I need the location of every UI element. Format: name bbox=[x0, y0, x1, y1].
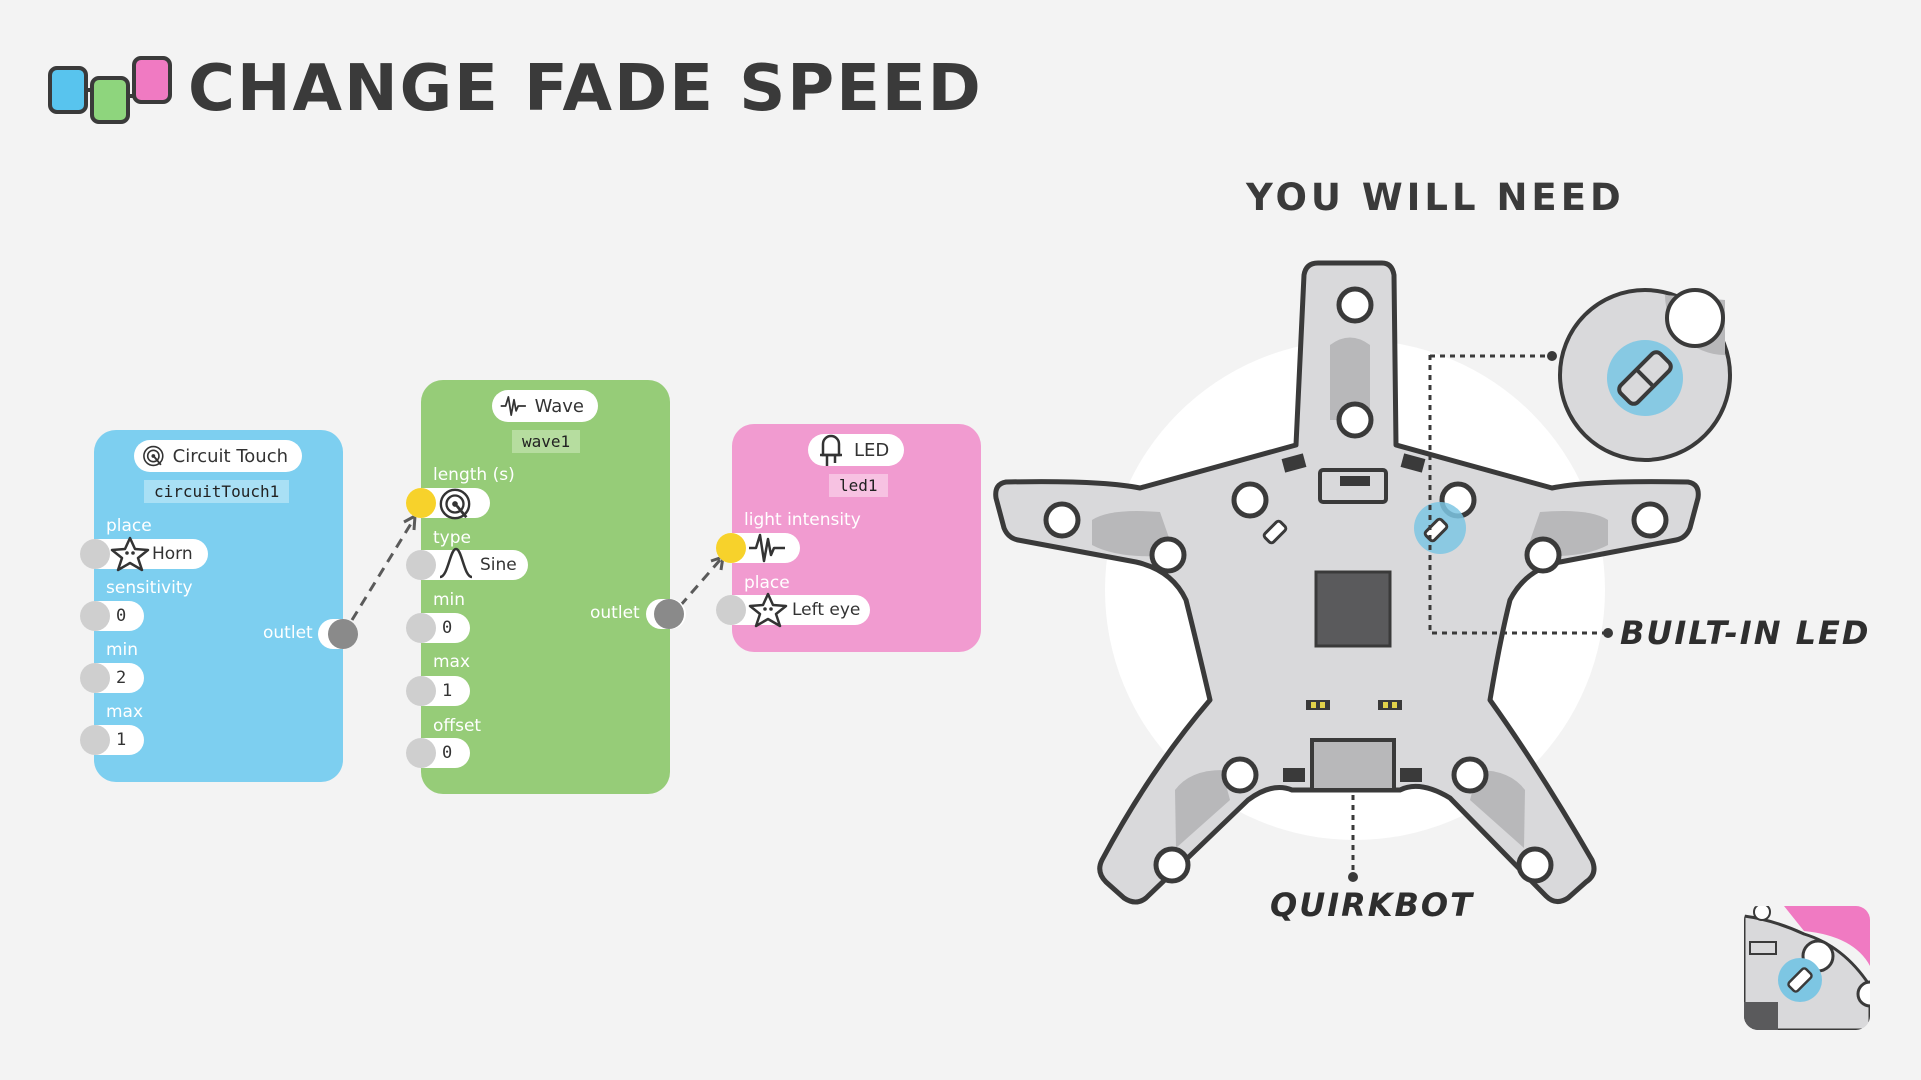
touch-place-value: Horn bbox=[152, 544, 193, 564]
wave-name: Wave bbox=[534, 395, 584, 417]
led-intensity-port[interactable] bbox=[716, 533, 746, 563]
led-intensity-label: light intensity bbox=[744, 510, 861, 530]
thumbnail-image bbox=[1744, 906, 1870, 1030]
builtin-led-callout: BUILT-IN LED bbox=[1620, 614, 1871, 652]
wave-length-port[interactable] bbox=[406, 488, 436, 518]
touch-sensitivity-port[interactable] bbox=[80, 601, 110, 631]
wave-min-value: 0 bbox=[442, 618, 453, 638]
length-circuit-touch-icon bbox=[439, 488, 471, 520]
wave-min-label: min bbox=[433, 590, 466, 610]
wave-max-label: max bbox=[433, 652, 471, 672]
you-will-need-heading: YOU WILL NEED bbox=[1246, 176, 1625, 219]
wave-offset-port[interactable] bbox=[406, 738, 436, 768]
wave-max-value: 1 bbox=[442, 681, 453, 701]
led-icon bbox=[820, 434, 842, 466]
led-star-creature-icon bbox=[748, 592, 788, 628]
led-header[interactable]: LED bbox=[808, 434, 904, 466]
circuit-touch-header[interactable]: Circuit Touch bbox=[134, 440, 302, 472]
intensity-wave-icon bbox=[749, 533, 785, 563]
wave-id: wave1 bbox=[512, 430, 581, 453]
wave-offset-value: 0 bbox=[442, 743, 453, 763]
circuit-touch-id: circuitTouch1 bbox=[144, 480, 290, 503]
touch-min-label: min bbox=[106, 640, 139, 660]
touch-sensitivity-value: 0 bbox=[116, 606, 127, 626]
led-place-label: place bbox=[744, 573, 790, 593]
wave-type-label: type bbox=[433, 528, 471, 548]
touch-min-value: 2 bbox=[116, 668, 127, 688]
wave-length-label: length (s) bbox=[433, 465, 515, 485]
touch-place-label: place bbox=[106, 516, 152, 536]
led-name: LED bbox=[854, 439, 890, 461]
circuit-touch-icon bbox=[143, 445, 164, 467]
wave-min-port[interactable] bbox=[406, 613, 436, 643]
quirkbot-board bbox=[993, 260, 1732, 905]
page-title: CHANGE FADE SPEED bbox=[188, 52, 983, 126]
wave-icon bbox=[500, 396, 526, 416]
wave-outlet-label: outlet bbox=[590, 603, 640, 623]
touch-place-port[interactable] bbox=[80, 539, 110, 569]
touch-max-port[interactable] bbox=[80, 725, 110, 755]
led-place-port[interactable] bbox=[716, 595, 746, 625]
circuit-touch-name: Circuit Touch bbox=[172, 445, 288, 467]
touch-sensitivity-label: sensitivity bbox=[106, 578, 193, 598]
star-creature-icon bbox=[110, 536, 150, 572]
touch-outlet-port[interactable] bbox=[328, 619, 358, 649]
led-id: led1 bbox=[829, 474, 888, 497]
sine-icon bbox=[439, 547, 473, 579]
touch-max-label: max bbox=[106, 702, 144, 722]
wave-header[interactable]: Wave bbox=[492, 390, 598, 422]
wave-type-port[interactable] bbox=[406, 550, 436, 580]
wave-type-value: Sine bbox=[480, 555, 517, 575]
touch-outlet-label: outlet bbox=[263, 623, 313, 643]
blocks-logo-icon bbox=[48, 56, 172, 124]
wave-max-port[interactable] bbox=[406, 676, 436, 706]
wave-offset-label: offset bbox=[433, 716, 482, 736]
quirkbot-callout: QUIRKBOT bbox=[1270, 886, 1474, 924]
wave-outlet-port[interactable] bbox=[654, 599, 684, 629]
touch-min-port[interactable] bbox=[80, 663, 110, 693]
led-place-value: Left eye bbox=[792, 600, 861, 620]
touch-max-value: 1 bbox=[116, 730, 127, 750]
